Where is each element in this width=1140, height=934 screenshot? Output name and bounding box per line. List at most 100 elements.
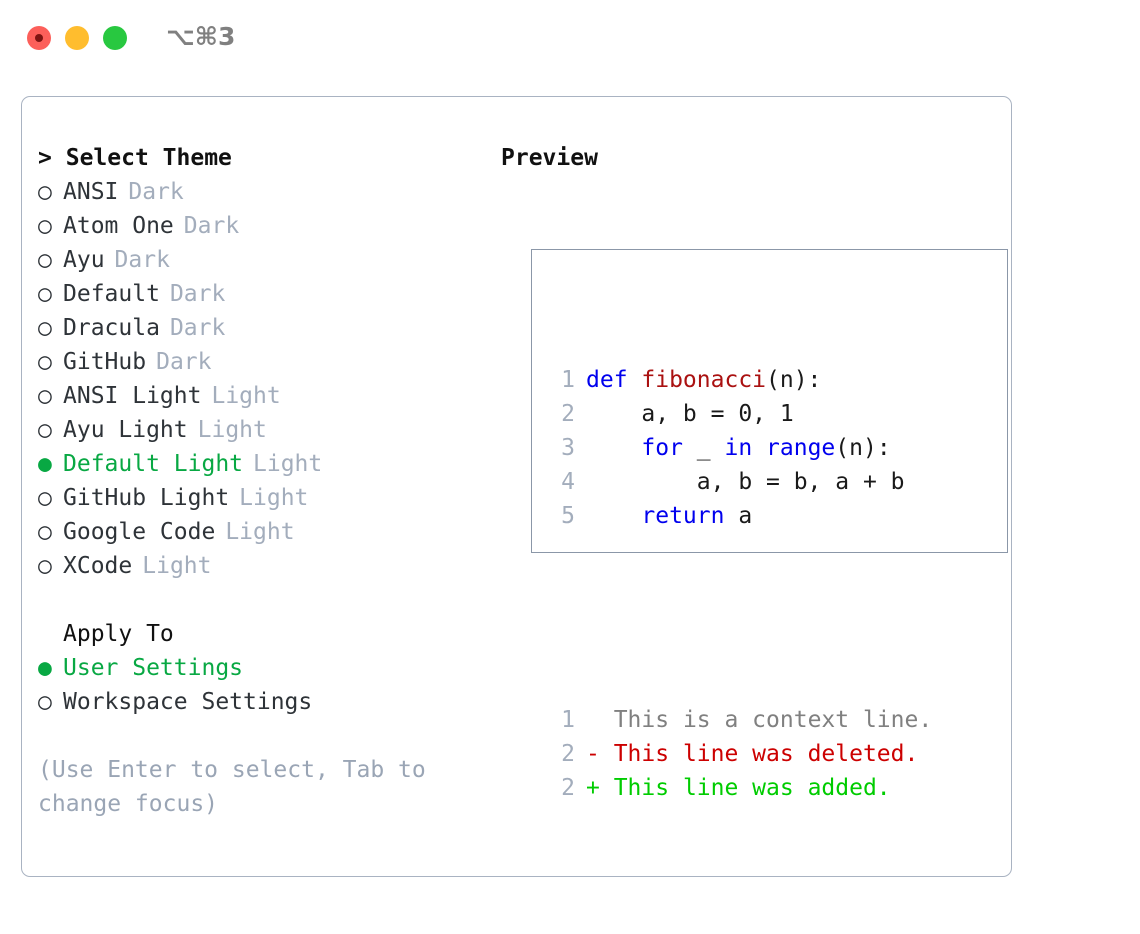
apply-to-heading: Apply To — [63, 621, 174, 647]
theme-name-label: Ayu — [63, 247, 105, 273]
theme-name-label: ANSI — [63, 179, 119, 205]
diff-sign: + — [586, 775, 614, 801]
apply-to-list[interactable]: ● User Settings ○ Workspace Settings — [38, 651, 498, 719]
code-token: a, b = b, a + b — [586, 469, 905, 495]
apply-to-item[interactable]: ○ Workspace Settings — [38, 685, 498, 719]
diff-line-number: 2 — [561, 775, 575, 801]
radio-unselected-icon: ○ — [38, 315, 52, 341]
theme-name-label: Dracula — [63, 315, 160, 341]
code-line: 2 a, b = 0, 1 — [551, 397, 932, 431]
theme-variant-label: Dark — [183, 213, 240, 239]
code-line-text: for _ in range(n): — [586, 431, 891, 465]
radio-unselected-icon: ○ — [38, 213, 52, 239]
minimize-button[interactable] — [65, 26, 89, 50]
radio-unselected-icon: ○ — [38, 417, 52, 443]
code-token: def — [586, 367, 642, 393]
code-line: 4 a, b = b, a + b — [551, 465, 932, 499]
code-token: a — [724, 503, 753, 529]
select-theme-heading: > Select Theme — [38, 141, 498, 175]
code-token: for — [641, 435, 683, 461]
code-line-number: 1 — [561, 367, 575, 393]
theme-name-label: GitHub Light — [63, 485, 230, 511]
maximize-button[interactable] — [103, 26, 127, 50]
apply-to-label: User Settings — [63, 655, 244, 681]
code-line-text: def fibonacci(n): — [586, 363, 821, 397]
apply-to-label: Workspace Settings — [63, 689, 313, 715]
code-token: (n): — [835, 435, 891, 461]
code-token: range — [766, 435, 836, 461]
theme-list-item[interactable]: ○ XCode Light — [38, 549, 498, 583]
diff-line: 2- This line was deleted. — [551, 737, 932, 771]
theme-variant-label: Light — [225, 519, 295, 545]
radio-selected-icon: ● — [38, 655, 52, 681]
title-bar: ⌥⌘3 — [0, 0, 1140, 78]
theme-name-label: XCode — [63, 553, 133, 579]
code-line-text: a, b = b, a + b — [586, 465, 905, 499]
theme-variant-label: Light — [239, 485, 309, 511]
theme-variant-label: Dark — [169, 281, 226, 307]
apply-to-item[interactable]: ● User Settings — [38, 651, 498, 685]
theme-list-item[interactable]: ○ Atom One Dark — [38, 209, 498, 243]
keyboard-hint: (Use Enter to select, Tab to change focu… — [38, 757, 426, 817]
radio-unselected-icon: ○ — [38, 689, 52, 715]
code-token: a, b = 0, 1 — [586, 401, 794, 427]
close-button[interactable] — [27, 26, 51, 50]
theme-list-item[interactable]: ○ Ayu Light Light — [38, 413, 498, 447]
theme-name-label: ANSI Light — [63, 383, 202, 409]
theme-variant-label: Light — [197, 417, 267, 443]
code-line: 1 def fibonacci(n): — [551, 363, 932, 397]
theme-variant-label: Dark — [114, 247, 170, 273]
diff-line-number: 2 — [561, 741, 575, 767]
code-token: _ — [682, 435, 725, 461]
diff-sign: - — [586, 741, 614, 767]
theme-name-label: GitHub — [63, 349, 147, 375]
theme-name-label: Atom One — [63, 213, 174, 239]
code-line: 5 return a — [551, 499, 932, 533]
radio-unselected-icon: ○ — [38, 247, 52, 273]
radio-unselected-icon: ○ — [38, 281, 52, 307]
code-line: 3 for _ in range(n): — [551, 431, 932, 465]
code-token — [752, 435, 766, 461]
radio-unselected-icon: ○ — [38, 349, 52, 375]
theme-list-item[interactable]: ○ ANSI Dark — [38, 175, 498, 209]
diff-sample: 1 This is a context line.2- This line wa… — [551, 703, 932, 805]
theme-list-item[interactable]: ○ GitHub Light Light — [38, 481, 498, 515]
theme-list-item[interactable]: ○ Ayu Dark — [38, 243, 498, 277]
diff-text: This line was added. — [613, 775, 891, 801]
radio-unselected-icon: ○ — [38, 485, 52, 511]
theme-name-label: Ayu Light — [63, 417, 188, 443]
theme-list-item[interactable]: ○ Default Dark — [38, 277, 498, 311]
code-line-text: return a — [586, 499, 752, 533]
keyboard-shortcut-label: ⌥⌘3 — [166, 22, 236, 51]
theme-variant-label: Dark — [156, 349, 212, 375]
code-line-text: a, b = 0, 1 — [586, 397, 794, 431]
traffic-lights — [27, 26, 127, 50]
code-token: in — [724, 435, 753, 461]
diff-text: This is a context line. — [613, 707, 933, 733]
radio-unselected-icon: ○ — [38, 179, 52, 205]
theme-variant-label: Light — [211, 383, 281, 409]
prompt-caret-icon: > — [38, 145, 52, 171]
radio-unselected-icon: ○ — [38, 519, 52, 545]
diff-line: 1 This is a context line. — [551, 703, 932, 737]
code-line-number: 2 — [561, 401, 575, 427]
theme-list-item[interactable]: ○ GitHub Dark — [38, 345, 498, 379]
hint-spacer — [38, 719, 498, 753]
radio-unselected-icon: ○ — [38, 553, 52, 579]
theme-variant-label: Light — [142, 553, 212, 579]
theme-variant-label: Dark — [128, 179, 184, 205]
theme-name-label: Default — [63, 281, 160, 307]
theme-variant-label: Light — [253, 451, 323, 477]
code-line-number: 3 — [561, 435, 575, 461]
code-line-number: 5 — [561, 503, 575, 529]
